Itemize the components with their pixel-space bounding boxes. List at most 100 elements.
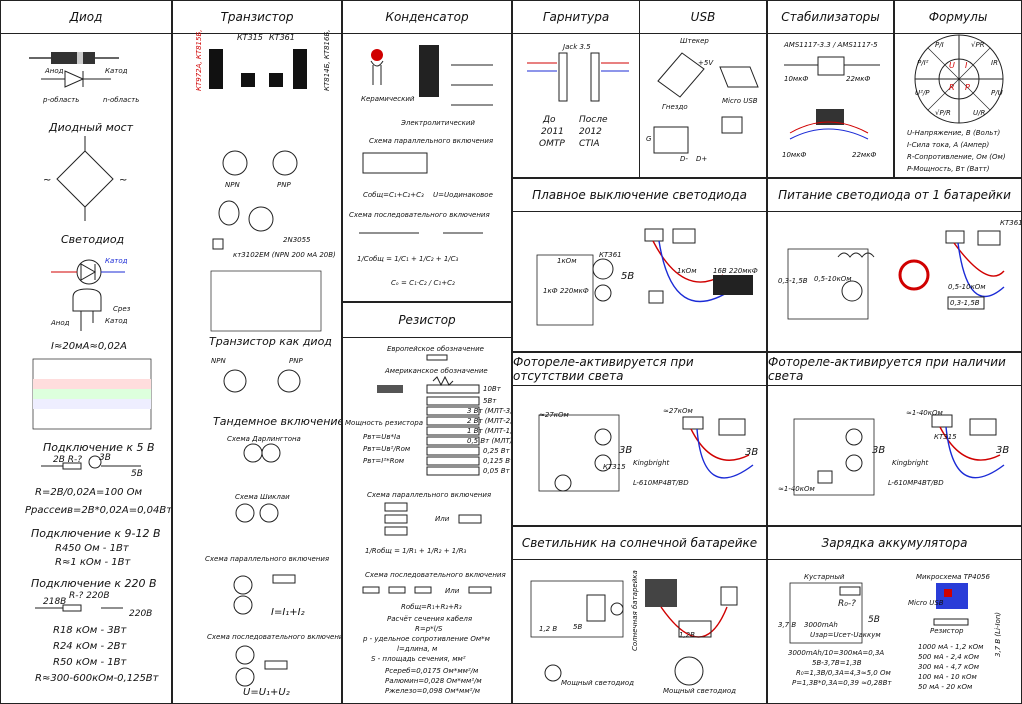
photo1-v: 3В <box>619 445 633 456</box>
tr-u-formula: U=U₁+U₂ <box>243 687 290 698</box>
charge-mah: 3000mAh <box>804 621 838 629</box>
n-region-label: n-область <box>103 96 140 104</box>
charge-lead: Кустарный <box>804 573 845 581</box>
section-title-resistor: Резистор <box>343 303 511 338</box>
fade-v: 5В <box>621 271 635 282</box>
usb-g: G <box>646 135 652 143</box>
tr-serial-label: Схема последовательного включения <box>207 633 342 641</box>
kt315-label: КТ315 <box>237 33 263 42</box>
res-watt-8: 0,05 Вт <box>483 467 510 475</box>
formula-i: I-Сила тока, А (Ампер) <box>907 141 990 149</box>
pnp-label: PNP <box>277 181 291 189</box>
wheel-center-i: I <box>965 61 968 70</box>
electrolytic-label: Электролитический <box>401 119 475 127</box>
conn220-a: 218В <box>43 597 67 607</box>
ams-label: AMS1117-3.3 / AMS1117-5 <box>784 41 878 49</box>
solar-led-label2: Мощный светодиод <box>663 687 736 695</box>
cable-5: Pалюмин=0,028 Ом*мм²/м <box>385 677 482 685</box>
formula-r: R-Сопротивление, Ом (Ом) <box>907 153 1006 161</box>
wheel-f6: U²/P <box>915 89 930 97</box>
cap-u-formula: U=Uодинаковое <box>433 191 493 199</box>
cable-formula: R=p*l/S <box>415 625 443 633</box>
conn5-title: Подключение к 5 В <box>43 441 155 454</box>
res-ser-formula: Rобщ=R₁+R₂+R₃ <box>401 603 462 611</box>
year-2012: 2012 <box>579 127 602 137</box>
cap-two-formula: Cₒ = C₁·C₂ / C₁+C₂ <box>391 279 455 287</box>
conn5-calc1: R=2В/0,02А=100 Ом <box>35 487 143 498</box>
res-watt-3: 2 Вт (МЛТ-2) <box>467 417 512 425</box>
usb-plug-label: Штекер <box>680 37 709 45</box>
as-diode-npn: NPN <box>211 357 226 365</box>
charge-out: 3,7 В (Li-Ion) <box>994 611 1002 657</box>
anode-label: Анод <box>45 67 64 75</box>
charging-panel: Зарядка аккумулятора Кустарный Микросхем… <box>767 526 1022 704</box>
kt3102-label: кт3102ЕМ (NPN 200 мА 20В) <box>233 251 336 259</box>
charge-tab-0: 1000 мА - 1,2 кОм <box>918 643 984 651</box>
section-title-charging: Зарядка аккумулятора <box>768 527 1021 560</box>
capacitor-panel: Конденсатор Керамический Электролитическ… <box>342 0 512 302</box>
transistor-panel: Транзистор КТ972А, КТ815Б, КТ315 КТ361 К… <box>172 0 342 704</box>
headset-drawings <box>527 52 629 102</box>
svg-text:~: ~ <box>119 175 127 186</box>
stab-cap2: 22мкФ <box>846 75 871 83</box>
cable-1: p - удельное сопротивление Ом*м <box>363 635 490 643</box>
charge-micro: Micro USB <box>908 599 944 607</box>
res-watt-1: 5Вт <box>483 397 497 405</box>
shiklai-label: Схема Шиклаи <box>235 493 290 501</box>
fade-cap2: 16В 220мкФ <box>713 267 758 275</box>
photo2-kt: КТ315 <box>934 433 957 441</box>
cable-3: S - площадь сечения, мм² <box>371 655 466 663</box>
diode-drawings: ~~ <box>29 52 152 612</box>
section-title-photo-dark: Фотореле-активируется при отсутствии све… <box>513 353 766 386</box>
conn912-a: R450 Ом - 1Вт <box>55 543 129 554</box>
stabilizer-drawings <box>784 56 880 140</box>
res-watt-0: 10Вт <box>483 385 501 393</box>
jack-label: Jack 3.5 <box>563 43 591 51</box>
solar-led-label: Мощный светодиод <box>561 679 634 687</box>
res-ili: Или <box>435 515 450 523</box>
charge-tp: Микросхема TP4056 <box>916 573 990 581</box>
led-title: Светодиод <box>61 233 125 246</box>
usb-dminus: D- <box>680 155 688 163</box>
cap-sum-formula: Cобщ=C₁+C₂+C₃ <box>363 191 424 199</box>
section-title-transistor: Транзистор <box>173 1 341 34</box>
transistor-label4: КТ814Б, КТ816Б, <box>323 29 331 92</box>
formulas-panel: Формулы U I R P P/I √PR IR P/U U/R √P/R … <box>894 0 1022 178</box>
tr-i-formula: I=I₁+I₂ <box>271 607 305 618</box>
conn912-b: R≈1 кОм - 1Вт <box>55 557 131 568</box>
photo-relay-light-panel: Фотореле-активируется при наличии света … <box>767 352 1022 526</box>
photo1-r: ≈27кОм <box>539 411 569 419</box>
charge-tab-2: 300 мА - 4,7 кОм <box>918 663 980 671</box>
p-region-label: p-область <box>43 96 80 104</box>
stabilizer-panel: Стабилизаторы AMS1117-3.3 / AMS1117-5 10… <box>767 0 894 178</box>
charge-c2: 5В-3,7В=1,3В <box>812 659 862 667</box>
bat-v: 0,3-1,5В <box>778 277 808 285</box>
wheel-center-u: U <box>949 61 955 70</box>
charge-tab-1: 500 мА - 2,4 кОм <box>918 653 980 661</box>
photo1-r2: ≈27кОм <box>663 407 693 415</box>
res-p1: Pвт=Uв*Iа <box>363 433 401 441</box>
wheel-f5: √P/R <box>935 109 951 117</box>
transistor-label1: КТ972А, КТ815Б, <box>195 29 203 91</box>
fade-r2: 1кОм <box>677 267 697 275</box>
conn5-a: 2В R-? <box>53 455 83 465</box>
photo2-r2: ≈1-40кОм <box>906 409 943 417</box>
conn220-r4: R≈300-600кОм-0,125Вт <box>35 673 159 684</box>
charging-drawings <box>789 582 969 644</box>
transistor-drawings <box>209 49 322 687</box>
photo1-model: L-610MP4BT/BD <box>633 479 689 487</box>
bat-r2: 0,5-10кОм <box>948 283 986 291</box>
led-current: I≈20мА≈0,02А <box>51 341 127 352</box>
section-title-headset: Гарнитура <box>513 1 639 34</box>
res-parallel-label: Схема параллельного включения <box>367 491 492 499</box>
charge-tab-4: 50 мА - 20 кОм <box>918 683 973 691</box>
section-title-stabilizers: Стабилизаторы <box>768 1 893 34</box>
wheel-center-r: R <box>949 83 955 92</box>
photo1-kt: КТ315 <box>603 463 626 471</box>
section-title-usb: USB <box>640 1 766 34</box>
photo2-model: L-610MP4BT/BD <box>888 479 944 487</box>
as-diode-pnp: PNP <box>289 357 303 365</box>
res-par-formula: 1/Rобщ = 1/R₁ + 1/R₂ + 1/R₃ <box>365 547 467 555</box>
photo2-rb: ≈1-40кОм <box>778 485 815 493</box>
